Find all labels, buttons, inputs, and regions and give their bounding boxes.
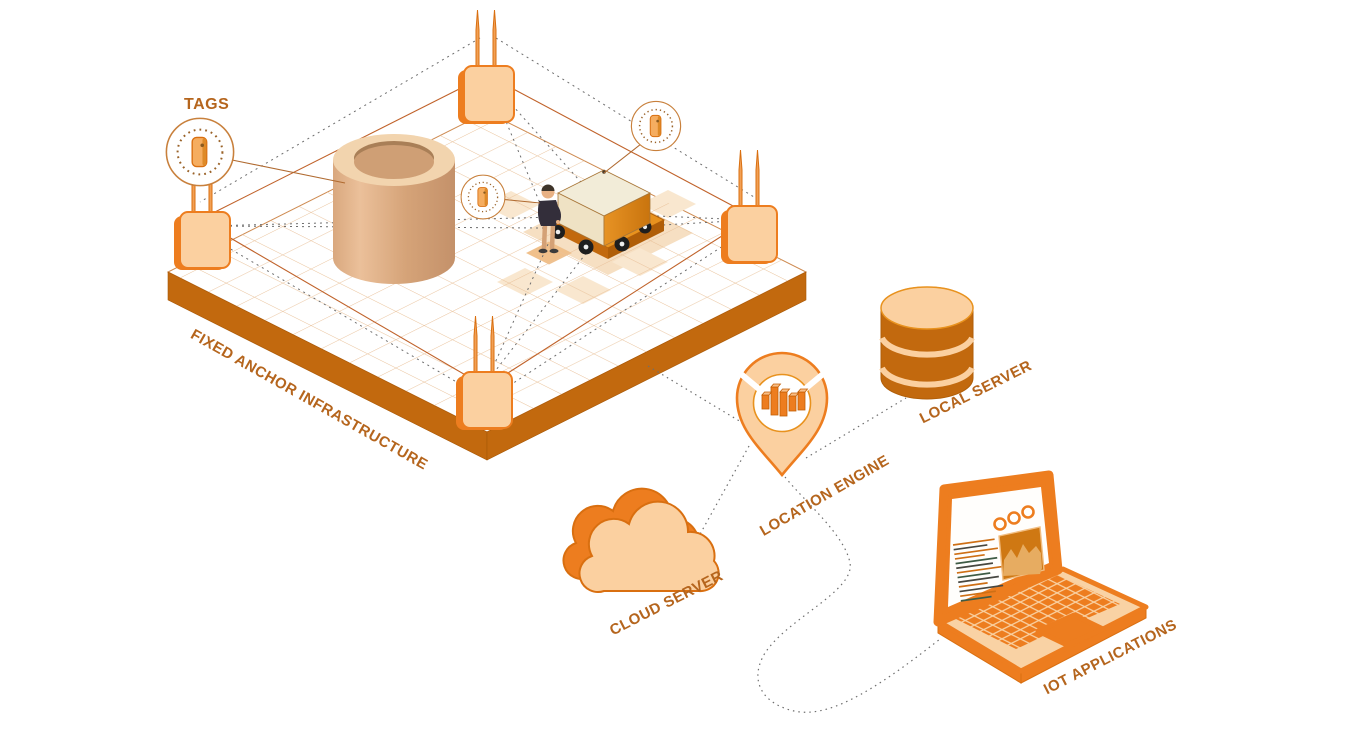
cart-with-box xyxy=(551,169,666,259)
database-icon xyxy=(879,286,975,400)
trackpad xyxy=(1035,612,1106,648)
signal-bars xyxy=(761,383,809,417)
tag-leader-lines xyxy=(231,143,642,204)
laptop-icon xyxy=(933,470,1149,684)
dotted-connectors xyxy=(647,365,941,713)
tags-label: TAGS xyxy=(184,96,230,113)
screen-chart-thumbnail xyxy=(998,526,1045,581)
worker-figure xyxy=(537,184,561,254)
screen-dots xyxy=(993,505,1035,531)
tag-badge-icon-person xyxy=(460,174,506,220)
screen-text-lines xyxy=(952,538,1004,602)
cloud-icon xyxy=(562,487,720,593)
keyboard xyxy=(954,575,1120,649)
tag-badge-icon-legend xyxy=(165,117,235,187)
anchor-top xyxy=(457,9,515,125)
pillar-column xyxy=(333,134,455,284)
connector-engine-cloud xyxy=(698,445,750,537)
tag-badge-icon-asset xyxy=(630,100,682,152)
asset-box xyxy=(557,169,651,247)
connector-platform-engine xyxy=(647,365,757,432)
location-pin-icon xyxy=(735,351,829,478)
anchor-right xyxy=(720,149,778,265)
